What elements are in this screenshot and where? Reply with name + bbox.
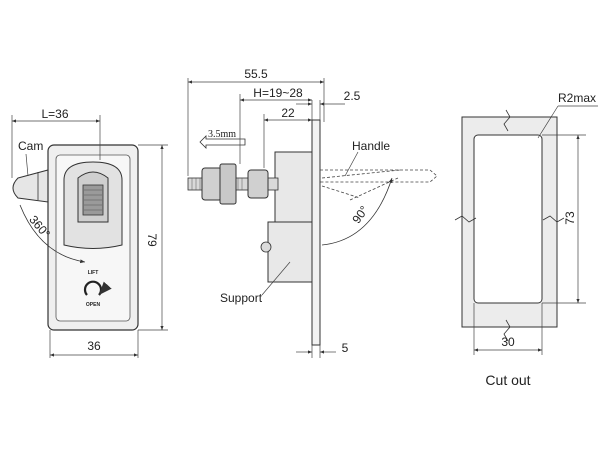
- dim-body-length-label: 22: [281, 106, 295, 120]
- break-mark-top: [503, 109, 511, 132]
- dim-top-width-label: L=36: [41, 107, 68, 121]
- cam: [12, 169, 53, 203]
- handle-angle-arc: [321, 177, 393, 246]
- nut-1: [201, 167, 223, 201]
- handle-open-position: [321, 169, 401, 201]
- dim-plate-thickness-label: 5: [342, 341, 349, 355]
- radius-leader: [537, 105, 559, 139]
- radius-label: R2max: [558, 91, 596, 105]
- dim-top-width: [11, 115, 101, 178]
- support-block: [267, 221, 313, 283]
- lift-text: LIFT: [88, 270, 99, 276]
- cutout-view: R2max 73 30 Cut out: [454, 91, 598, 388]
- dim-plate-thickness: [296, 345, 336, 358]
- side-view: 90° Handle Support 3.5mm 55.5 H=19~28: [187, 67, 438, 358]
- cam-leader: [25, 153, 29, 177]
- dim-height-label: 79: [145, 233, 159, 247]
- dim-thickness: [296, 100, 345, 120]
- dim-bottom-width-label: 36: [87, 339, 101, 353]
- dim-cutout-height-label: 73: [563, 211, 577, 225]
- dim-overall-length-label: 55.5: [244, 67, 268, 81]
- dim-panel-range: [239, 94, 312, 164]
- dim-cutout-height: [542, 134, 586, 304]
- cam-label: Cam: [18, 139, 43, 153]
- dim-bottom-width: [49, 330, 139, 358]
- cutout-title: Cut out: [485, 372, 530, 388]
- handle-label: Handle: [352, 139, 390, 153]
- dim-overall-length: [187, 78, 325, 176]
- open-arrow-icon: [83, 280, 112, 296]
- dim-panel-range-label: H=19~28: [253, 86, 303, 100]
- support-label: Support: [220, 291, 263, 305]
- break-mark-left: [454, 215, 477, 223]
- dim-height: [138, 144, 168, 331]
- open-text: OPEN: [86, 302, 101, 308]
- dim-body-length: [263, 114, 312, 168]
- handle-outline: [320, 169, 438, 183]
- cutout-opening: [473, 134, 543, 304]
- mounting-plate: [311, 119, 321, 346]
- support-screw: [260, 241, 272, 253]
- travel-label: 3.5mm: [208, 129, 236, 140]
- break-mark-right: [542, 215, 565, 223]
- dim-cutout-width: [473, 303, 543, 355]
- housing: [274, 151, 313, 223]
- nut-3: [247, 169, 269, 199]
- handle-leader: [344, 151, 359, 177]
- nut-2: [219, 163, 237, 205]
- dim-cutout-width-label: 30: [501, 335, 515, 349]
- front-view: LIFT OPEN L=36 79 36 Cam 360°: [11, 107, 168, 358]
- support-leader: [261, 261, 291, 296]
- travel-arrow: [199, 135, 246, 149]
- break-mark-bottom: [503, 319, 511, 342]
- rotation-arc: [19, 204, 86, 264]
- dim-thickness-label: 2.5: [344, 89, 361, 103]
